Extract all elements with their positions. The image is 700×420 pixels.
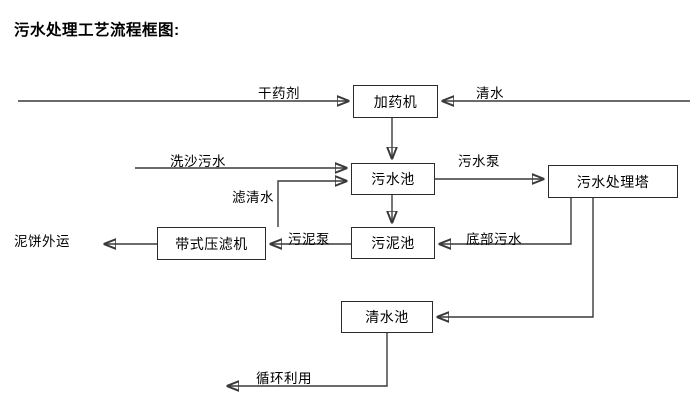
- node-wastewater-treatment-tower[interactable]: 污水处理塔: [548, 165, 678, 198]
- node-clean-water-pool[interactable]: 清水池: [341, 301, 433, 333]
- node-sludge-pool[interactable]: 污泥池: [351, 227, 435, 259]
- node-label: 污水池: [371, 171, 415, 187]
- edge-label-recycle-reuse: 循环利用: [256, 371, 312, 386]
- wire-filtered-to-wastewater-pool: [277, 181, 346, 227]
- node-label: 加药机: [373, 93, 418, 110]
- edge-label-sludge-pump: 污泥泵: [288, 232, 330, 247]
- node-label: 清水池: [365, 309, 409, 325]
- edge-label-filtered-clear-water: 滤清水: [232, 190, 274, 205]
- edge-label-wastewater-pump: 污水泵: [458, 154, 500, 169]
- edge-label-sand-wash-wastewater: 洗沙污水: [170, 154, 226, 169]
- node-wastewater-pool[interactable]: 污水池: [351, 163, 435, 195]
- wire-tower-to-cleanwater: [438, 198, 594, 317]
- page-title: 污水处理工艺流程框图:: [14, 22, 180, 39]
- edge-label-bottom-wastewater: 底部污水: [466, 232, 522, 247]
- edge-label-mud-cake-out: 泥饼外运: [14, 234, 70, 249]
- wire-cleanwater-to-recycle: [228, 333, 388, 386]
- edge-label-dry-chemical: 干药剂: [258, 86, 300, 101]
- node-label: 污泥池: [371, 235, 415, 251]
- node-dosing-machine[interactable]: 加药机: [353, 85, 438, 118]
- node-belt-filter-press[interactable]: 带式压滤机: [157, 227, 266, 260]
- node-label: 带式压滤机: [175, 235, 248, 252]
- edge-label-clean-water-in: 清水: [476, 86, 504, 101]
- node-label: 污水处理塔: [576, 173, 650, 190]
- wire-tower-to-sludge: [440, 198, 572, 244]
